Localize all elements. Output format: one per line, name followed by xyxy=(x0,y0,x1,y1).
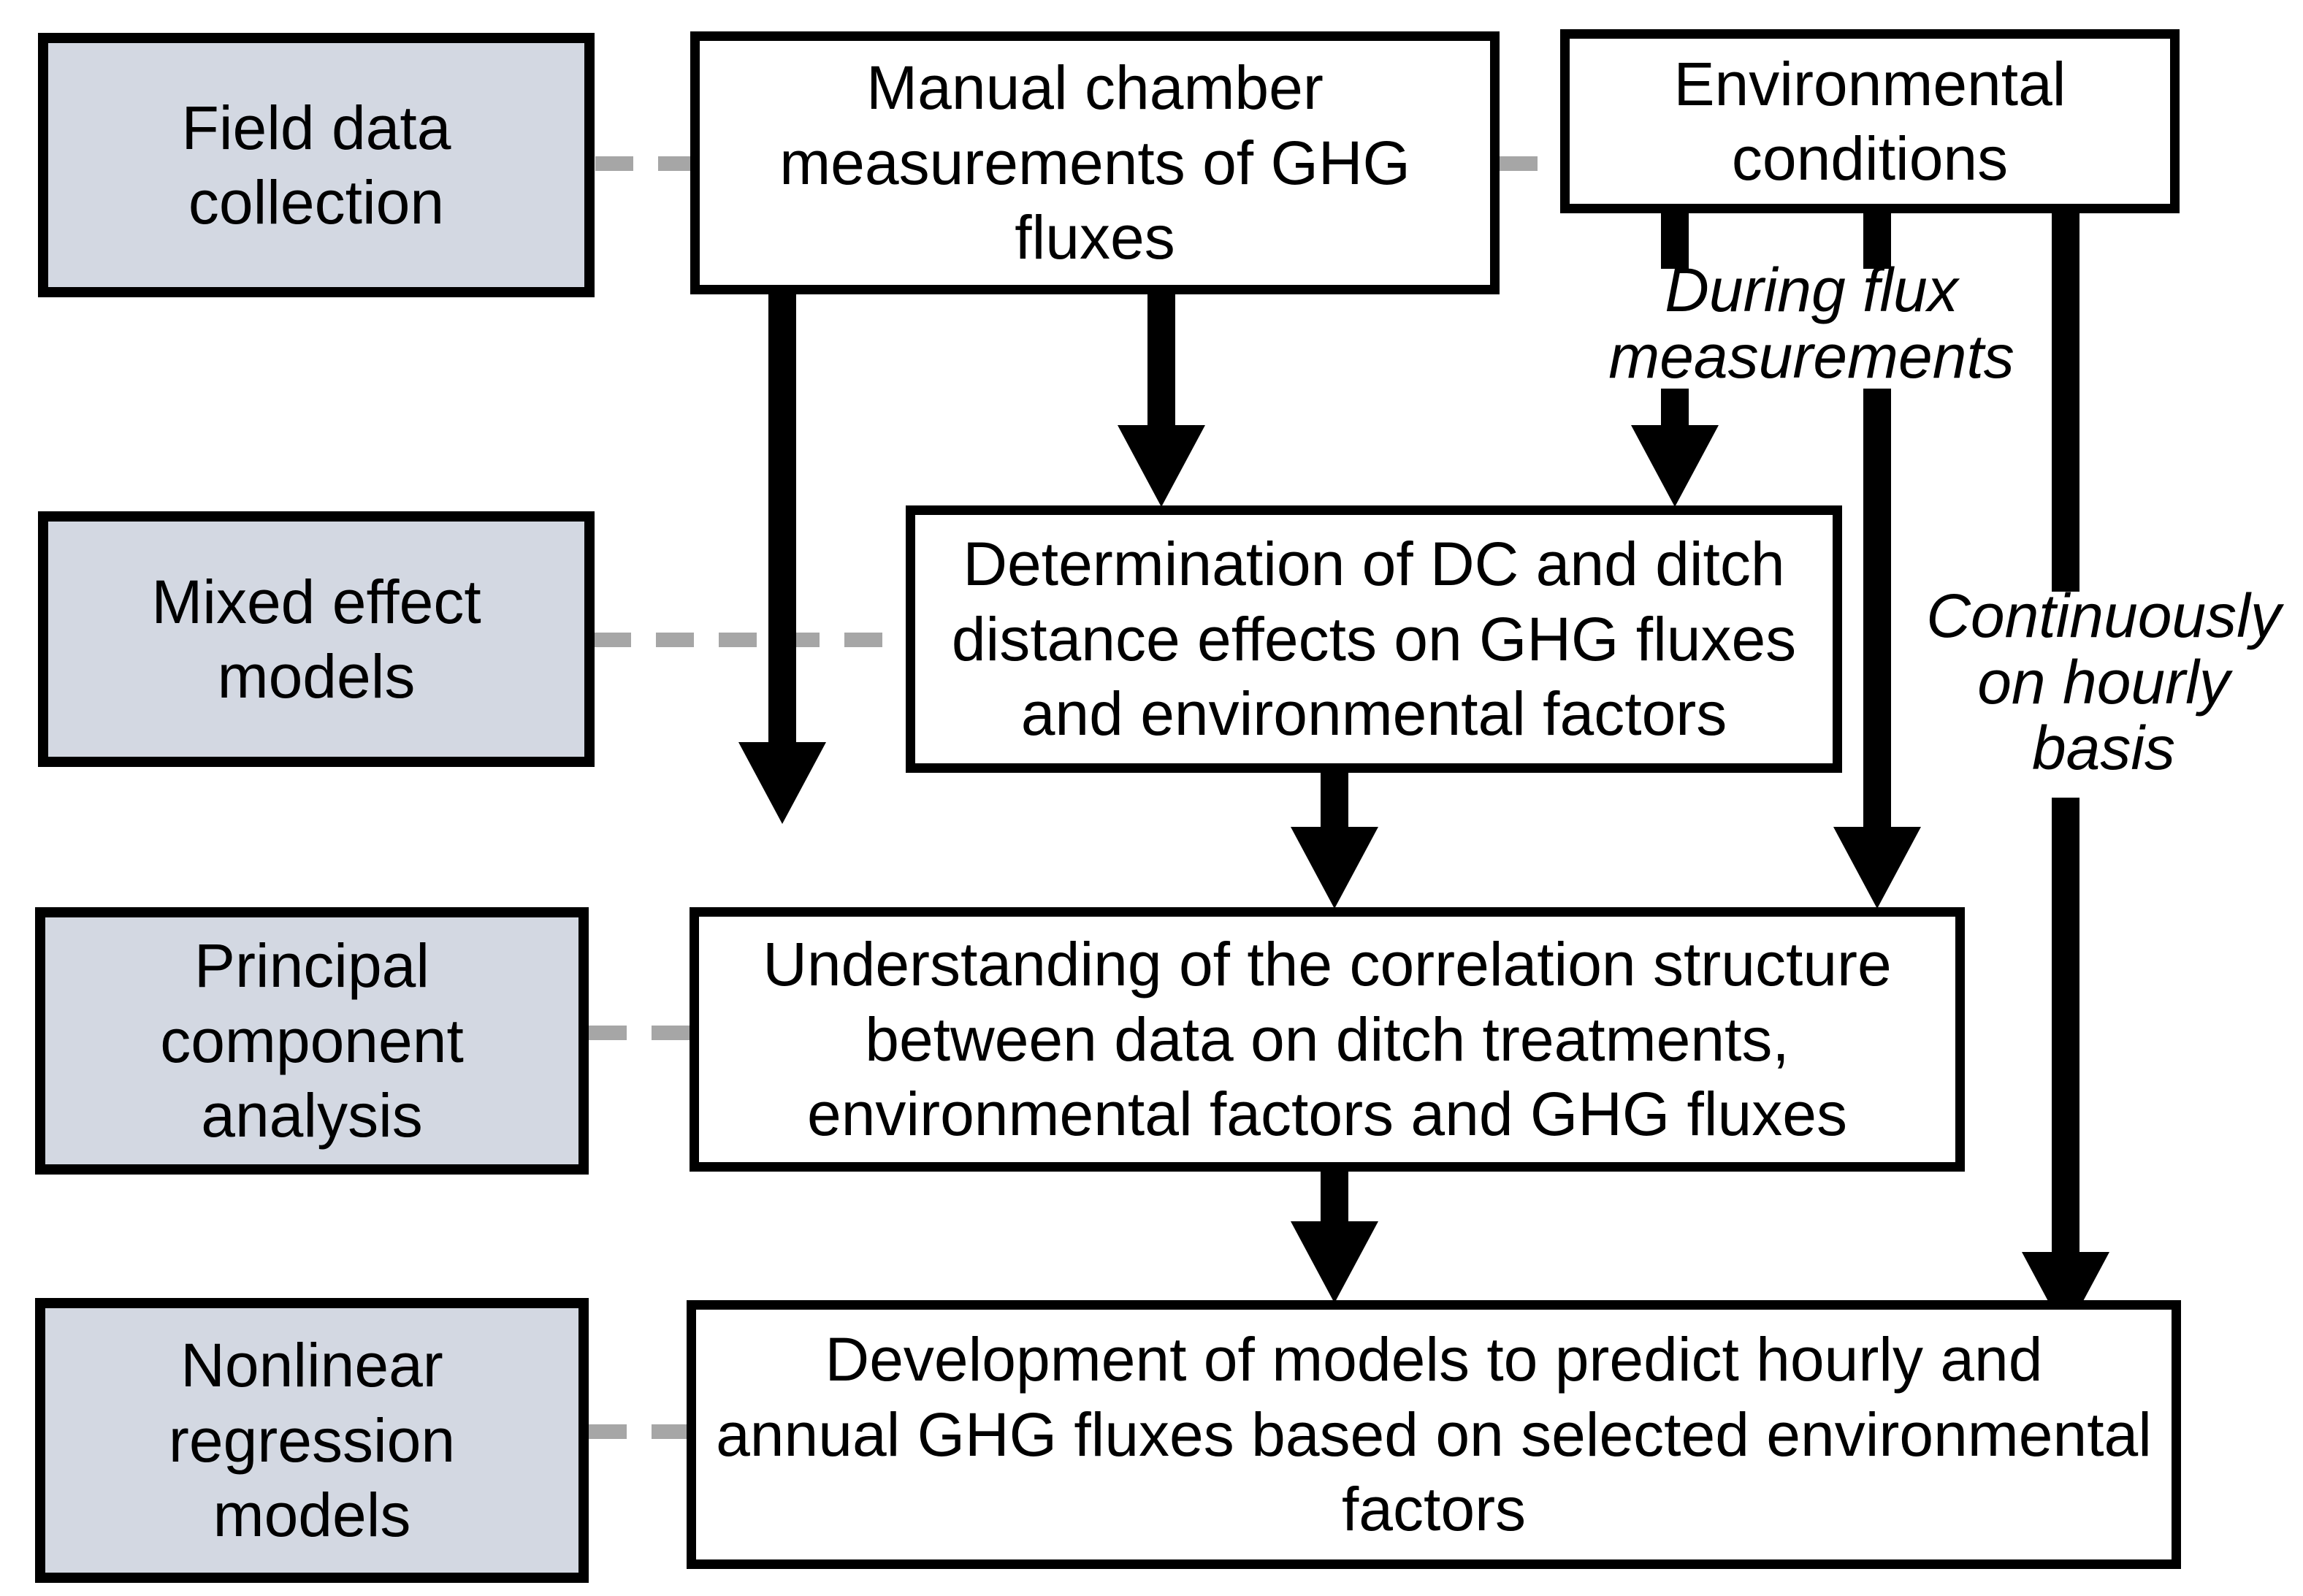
flow-box-manual-chamber-measurements-label: Manual chamber measurements of GHG fluxe… xyxy=(779,53,1410,272)
arrow-manual-chamber-to-determination-head-icon xyxy=(1118,425,1205,507)
arrow-environmental-to-determination-stem xyxy=(1661,389,1689,427)
arrow-determination-to-understanding-stem xyxy=(1321,768,1348,830)
arrow-environmental-to-determination-stub xyxy=(1661,209,1689,269)
method-box-mixed-effect-models: Mixed effect models xyxy=(38,511,595,767)
flow-box-environmental-conditions: Environmental conditions xyxy=(1560,29,2180,213)
arrow-determination-to-understanding-head-icon xyxy=(1291,827,1378,909)
annotation-continuously-on-hourly-basis: Continuously on hourly basis xyxy=(1926,581,2281,783)
arrow-manual-chamber-long-stem xyxy=(768,292,796,742)
method-box-field-data-collection-label: Field data collection xyxy=(181,93,451,237)
arrow-environmental-to-development-upper-stem xyxy=(2052,209,2079,592)
arrow-understanding-to-development-stem xyxy=(1321,1169,1348,1224)
dashed-connector-mixed-effect-to-determination xyxy=(593,633,906,647)
flow-box-correlation-structure: Understanding of the correlation structu… xyxy=(690,907,1965,1172)
arrow-understanding-to-development-head-icon xyxy=(1291,1221,1378,1303)
dashed-connector-regression-to-development xyxy=(589,1424,687,1439)
flow-box-correlation-structure-label: Understanding of the correlation structu… xyxy=(763,930,1892,1149)
flow-box-model-development: Development of models to predict hourly … xyxy=(687,1300,2181,1569)
flow-box-dc-ditch-distance-effects-label: Determination of DC and ditch distance e… xyxy=(951,530,1797,749)
arrow-environmental-to-determination-head-icon xyxy=(1631,425,1719,507)
arrow-manual-chamber-long-head-icon xyxy=(738,742,826,824)
flow-box-dc-ditch-distance-effects: Determination of DC and ditch distance e… xyxy=(906,505,1842,773)
dashed-connector-pca-to-understanding xyxy=(589,1026,690,1040)
flow-box-environmental-conditions-label: Environmental conditions xyxy=(1673,49,2066,193)
method-box-principal-component-analysis-label: Principal component analysis xyxy=(160,931,464,1150)
arrow-environmental-to-understanding-head-icon xyxy=(1833,827,1921,909)
method-box-field-data-collection: Field data collection xyxy=(38,33,595,297)
dashed-connector-manual-chamber-to-environmental xyxy=(1500,156,1560,171)
flow-box-manual-chamber-measurements: Manual chamber measurements of GHG fluxe… xyxy=(690,31,1500,294)
arrow-environmental-to-understanding-stub xyxy=(1863,209,1891,269)
method-box-mixed-effect-models-label: Mixed effect models xyxy=(151,567,481,711)
method-box-nonlinear-regression-models-label: Nonlinear regression models xyxy=(168,1331,456,1550)
method-box-principal-component-analysis: Principal component analysis xyxy=(35,907,589,1175)
arrow-environmental-to-understanding-stem xyxy=(1863,389,1891,827)
annotation-during-flux-measurements: During flux measurements xyxy=(1608,256,2014,391)
arrow-manual-chamber-to-determination-stem xyxy=(1147,292,1175,428)
flow-box-model-development-label: Development of models to predict hourly … xyxy=(716,1325,2152,1544)
method-box-nonlinear-regression-models: Nonlinear regression models xyxy=(35,1298,589,1583)
arrow-environmental-to-development-lower-stem xyxy=(2052,798,2079,1252)
dashed-connector-field-data-to-manual-chamber xyxy=(595,156,690,171)
